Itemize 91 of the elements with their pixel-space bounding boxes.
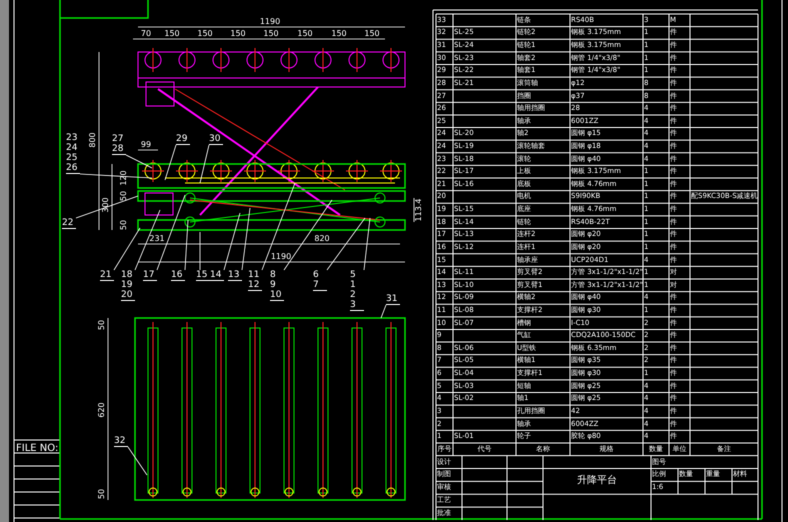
leader-line [284,200,332,270]
dimension-label: 820 [314,234,330,243]
dimension-label: 50 [119,190,128,202]
callout-label [143,270,157,281]
leader-line [326,218,366,270]
dimension-label: 99 [140,140,152,149]
leader-line [242,208,250,270]
callout-number: 25 [66,153,78,163]
callout-number: 7 [313,280,319,290]
callout-label [112,134,126,155]
callout-number: 31 [386,294,398,304]
leader-line [156,194,186,270]
callout-number: 14 [210,270,222,280]
callout-label [270,270,284,301]
dimension-label: 150 [230,29,246,38]
dimension-label: 70 [140,29,152,38]
callout-label [66,133,80,174]
leader-line [134,210,160,270]
callout-number: 27 [112,134,124,144]
dimension-label: 150 [164,29,180,38]
callout-label [62,218,76,229]
dimension-label: 300 [101,197,110,213]
callout-number: 11 [248,270,260,280]
callout-label [176,134,190,145]
leader-line [114,228,140,270]
dimension-label: 231 [149,234,165,243]
callout-label [210,270,224,281]
callout-number: 2 [350,290,356,300]
callout-number: 9 [270,280,276,290]
dimension-label: 1190 [260,17,280,26]
callout-label [171,270,185,281]
leader-line [262,182,296,270]
drawing-title: 升降平台 [577,474,617,488]
callout-number: 21 [100,270,112,280]
dimension-label: 150 [331,29,347,38]
callout-number: 15 [196,270,208,280]
callout-number: 20 [121,290,132,300]
callout-label [248,270,262,291]
file-number-label: FILE NO: [16,444,58,454]
dimension-label: 113.4 [414,198,423,222]
leader-line [380,304,386,318]
callout-label [209,134,223,145]
dimension-label: 150 [197,29,213,38]
callout-label [121,270,135,301]
dimension-label: 800 [88,132,97,148]
callout-label [100,270,114,281]
dimension-label: 50 [119,220,128,230]
callout-number: 32 [114,436,126,446]
leader-line [164,144,176,180]
callout-number: 30 [209,134,220,144]
dimension-label: 620 [97,402,106,418]
callout-number: 19 [121,280,132,290]
dimension-label: 150 [297,29,313,38]
leader-line [364,218,370,270]
callout-number: 18 [121,270,132,280]
leader-line [126,154,152,168]
leader-line [76,196,138,218]
dimension-label: 150 [364,29,380,38]
callout-number: 24 [66,143,78,153]
roller-conveyor-drawing [134,317,406,501]
callout-label [114,436,128,447]
callout-number: 26 [66,163,78,173]
callout-number: 5 [350,270,356,280]
callout-number: 1 [350,280,356,290]
callout-number: 13 [228,270,240,280]
callout-number: 29 [176,134,188,144]
callout-label [228,270,242,281]
callout-number: 23 [66,133,78,143]
callout-number: 22 [62,218,74,228]
dimension-label: 50 [97,488,106,500]
dimension-label: 50 [97,320,106,330]
callout-label [196,270,210,281]
callout-label [350,270,364,311]
callout-number: 16 [171,270,182,280]
callout-label [386,294,400,305]
leader-line [128,446,148,476]
callout-number: 12 [248,280,260,290]
leader-line [224,212,240,270]
callout-number: 3 [350,300,356,310]
leader-line [200,144,210,184]
callout-number: 28 [112,144,124,154]
dimension-label: 150 [263,29,279,38]
leader-line [80,174,152,178]
dimension-label: 120 [119,170,128,186]
callout-number: 8 [270,270,276,280]
dimension-label: 1190 [270,252,292,261]
leader-line [184,220,188,270]
callout-number: 10 [270,290,282,300]
callout-number: 17 [143,270,154,280]
callout-label [313,270,327,291]
callout-number: 6 [313,270,319,280]
